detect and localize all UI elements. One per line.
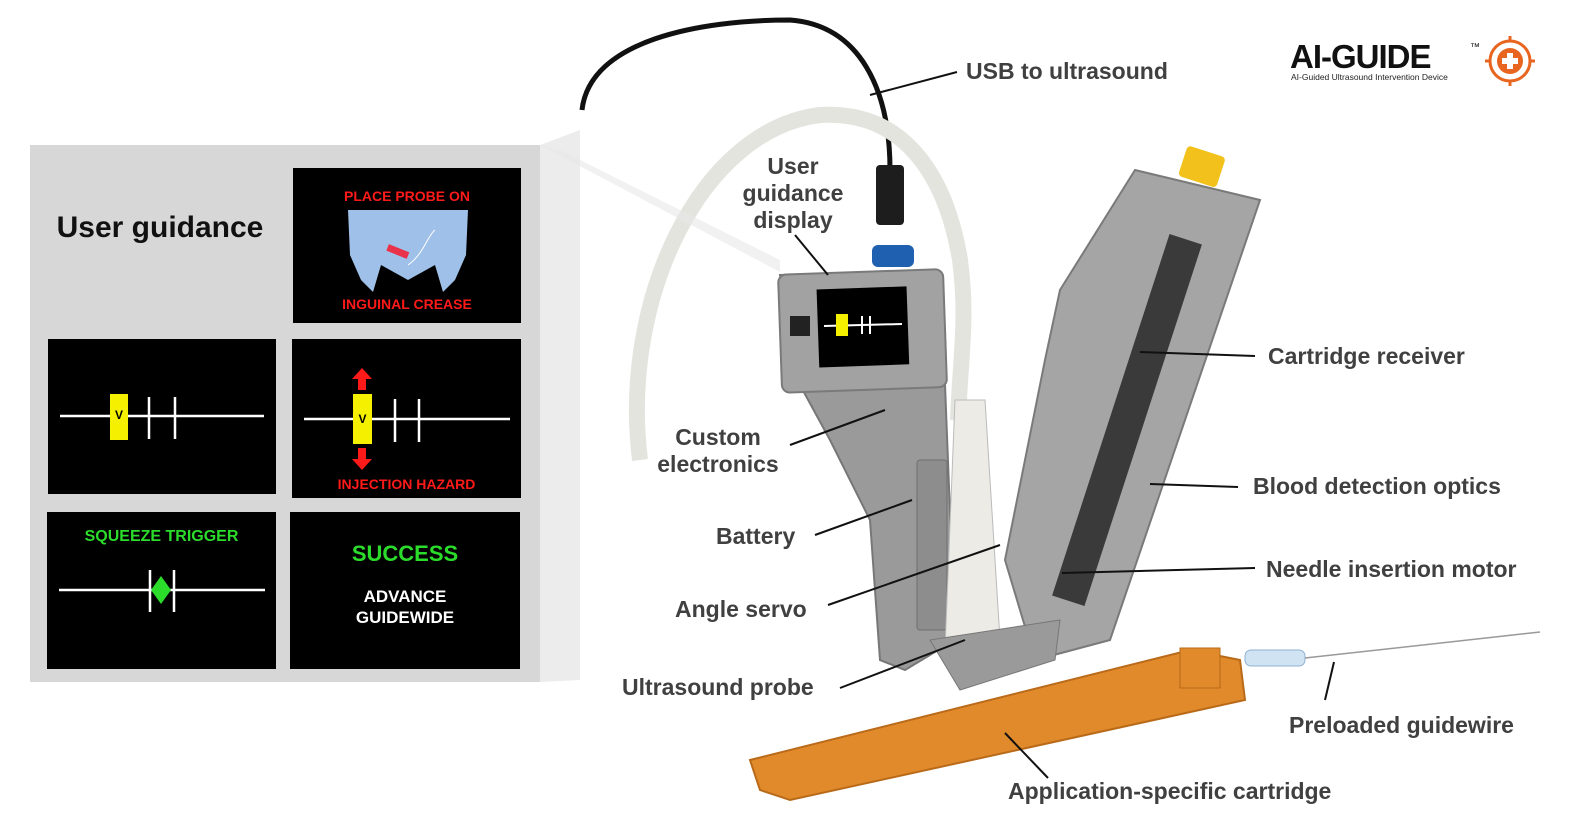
- label-angle-servo: Angle servo: [675, 596, 807, 622]
- logo: AI-GUIDE ™ AI-Guided Ultrasound Interven…: [1290, 36, 1580, 88]
- usb-connector: [876, 165, 904, 225]
- label-cartridge-receiver: Cartridge receiver: [1268, 343, 1465, 369]
- screen1-top-text: PLACE PROBE ON: [343, 188, 470, 204]
- body-silhouette-icon: [348, 210, 468, 292]
- trigger-graphic: [59, 570, 265, 612]
- logo-subtitle: AI-Guided Ultrasound Intervention Device: [1291, 72, 1448, 82]
- v-marker-label-2: V: [358, 412, 367, 426]
- screen-success: SUCCESS ADVANCE GUIDEWIDE: [290, 512, 520, 669]
- label-battery: Battery: [716, 523, 796, 549]
- label-preloaded-guidewire: Preloaded guidewire: [1289, 712, 1514, 738]
- hazard-graphic: [304, 368, 510, 470]
- logo-text: AI-GUIDE: [1290, 38, 1431, 75]
- probe-cable: [628, 106, 972, 461]
- label-needle-insertion-motor: Needle insertion motor: [1266, 556, 1517, 582]
- label-blood-detection-optics: Blood detection optics: [1253, 473, 1501, 499]
- label-custom-electronics: Custom electronics: [657, 424, 779, 477]
- usb-cable: [579, 17, 893, 171]
- label-user-guidance-display: User guidance display: [742, 153, 844, 233]
- label-application-specific-cartridge: Application-specific cartridge: [1008, 778, 1332, 804]
- guidewide-text: GUIDEWIDE: [355, 608, 455, 627]
- screen-squeeze-trigger: SQUEEZE TRIGGER: [47, 512, 276, 669]
- squeeze-trigger-text: SQUEEZE TRIGGER: [84, 528, 239, 545]
- success-text: SUCCESS: [351, 541, 459, 566]
- label-usb-to-ultrasound: USB to ultrasound: [966, 58, 1168, 84]
- battery-cover: [916, 459, 948, 631]
- screen-injection-hazard: V INJECTION HAZARD: [292, 339, 521, 498]
- screen-place-probe: PLACE PROBE ON INGUINAL CREASE: [293, 168, 521, 323]
- guidewire: [1304, 631, 1541, 659]
- vessel-alignment-graphic: [60, 394, 264, 440]
- label-ultrasound-probe: Ultrasound probe: [622, 674, 814, 700]
- v-marker-label: V: [114, 408, 123, 422]
- guidance-title: User guidance: [56, 211, 264, 244]
- injection-hazard-text: INJECTION HAZARD: [337, 476, 476, 492]
- screen1-bottom-text: INGUINAL CREASE: [342, 296, 472, 312]
- screen-vessel-marker: V: [48, 339, 276, 494]
- crosshair-plus-icon: [1485, 36, 1535, 86]
- advance-text: ADVANCE: [363, 587, 447, 606]
- logo-tm: ™: [1470, 42, 1480, 53]
